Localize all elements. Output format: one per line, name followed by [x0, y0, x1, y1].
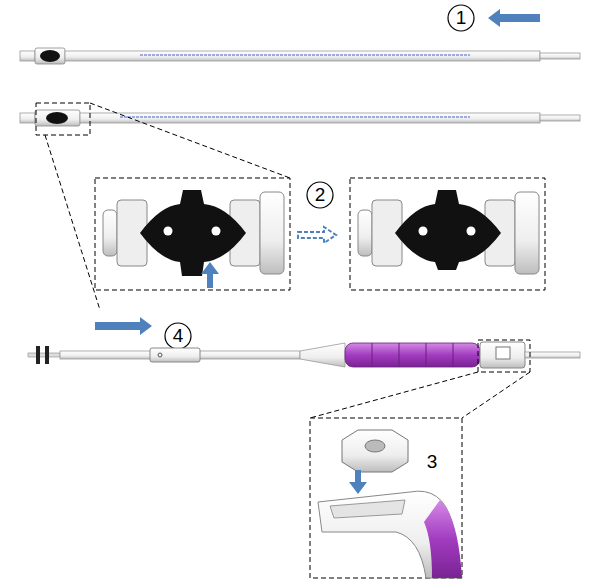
- coupler-flange: [260, 192, 284, 274]
- shaft-assembly: [20, 110, 580, 126]
- purple-handle: [345, 343, 480, 367]
- knob-detail: [310, 418, 462, 578]
- shaft-marking: [120, 116, 470, 117]
- callout-circle: [448, 5, 474, 31]
- instrument-assembly: [28, 342, 580, 368]
- coupler-clip: [46, 112, 68, 124]
- handle-ridge: [426, 343, 427, 367]
- handle-taper: [300, 343, 345, 367]
- handle-ridge: [453, 343, 454, 367]
- handle-ridge: [399, 343, 400, 367]
- coupler: [35, 48, 65, 64]
- knob-hole: [365, 440, 385, 452]
- clip-hole: [419, 227, 428, 236]
- coupler-flange: [103, 210, 117, 256]
- insert-arrow: [349, 470, 367, 494]
- coupler-clip: [140, 190, 246, 276]
- socket-slot: [330, 500, 405, 518]
- zoom-frame: [478, 340, 530, 372]
- coupler-detail: [95, 178, 290, 290]
- handle-rod: [525, 352, 580, 358]
- shaft-assembly: [20, 48, 580, 64]
- step-arrow: [298, 227, 336, 243]
- hex-knob: [342, 430, 408, 472]
- coupler-clip: [395, 190, 501, 270]
- shaft-rod: [540, 115, 580, 121]
- callout-circle: [307, 182, 333, 208]
- callout-number: 1: [447, 4, 475, 32]
- zoom-leader: [90, 103, 290, 178]
- coupler: [35, 110, 80, 126]
- shaft-rod: [540, 53, 580, 59]
- shaft-collar: [150, 348, 200, 362]
- coupler-detail: [350, 178, 545, 290]
- callout-number: 3: [418, 448, 446, 476]
- handle-socket: [318, 491, 462, 578]
- callout-circle: [165, 323, 191, 349]
- tip-jaw: [36, 346, 40, 364]
- clip-hole: [164, 227, 173, 236]
- clip-hole: [212, 227, 221, 236]
- tip-jaw: [45, 346, 49, 364]
- detail-frame: [310, 418, 462, 578]
- direction-arrow: [95, 317, 152, 335]
- shaft-tube: [65, 51, 540, 61]
- detail-frame: [350, 178, 545, 290]
- clip-hole: [467, 227, 476, 236]
- zoom-leader: [310, 372, 478, 418]
- shaft-end: [20, 51, 35, 61]
- handle-ridge: [372, 343, 373, 367]
- coupler-flange: [515, 192, 539, 274]
- coupler-clip: [40, 50, 60, 62]
- zoom-leader: [45, 135, 100, 310]
- detail-frame: [95, 178, 290, 290]
- handle-hub: [480, 342, 525, 368]
- purple-handle: [424, 500, 462, 578]
- callout-number: 2: [306, 181, 334, 209]
- shaft-end: [20, 113, 35, 123]
- push-arrow: [201, 262, 219, 288]
- zoom-frame: [36, 103, 90, 135]
- zoom-leader: [462, 372, 530, 418]
- shaft-marking: [140, 54, 470, 55]
- coupler-flange: [358, 210, 372, 256]
- instrument-tip: [28, 353, 60, 357]
- callout-number: 4: [164, 322, 192, 350]
- hub-knob: [496, 347, 510, 359]
- direction-arrow: [488, 9, 540, 27]
- shaft-tube: [80, 113, 540, 123]
- collar-mark: [158, 353, 162, 357]
